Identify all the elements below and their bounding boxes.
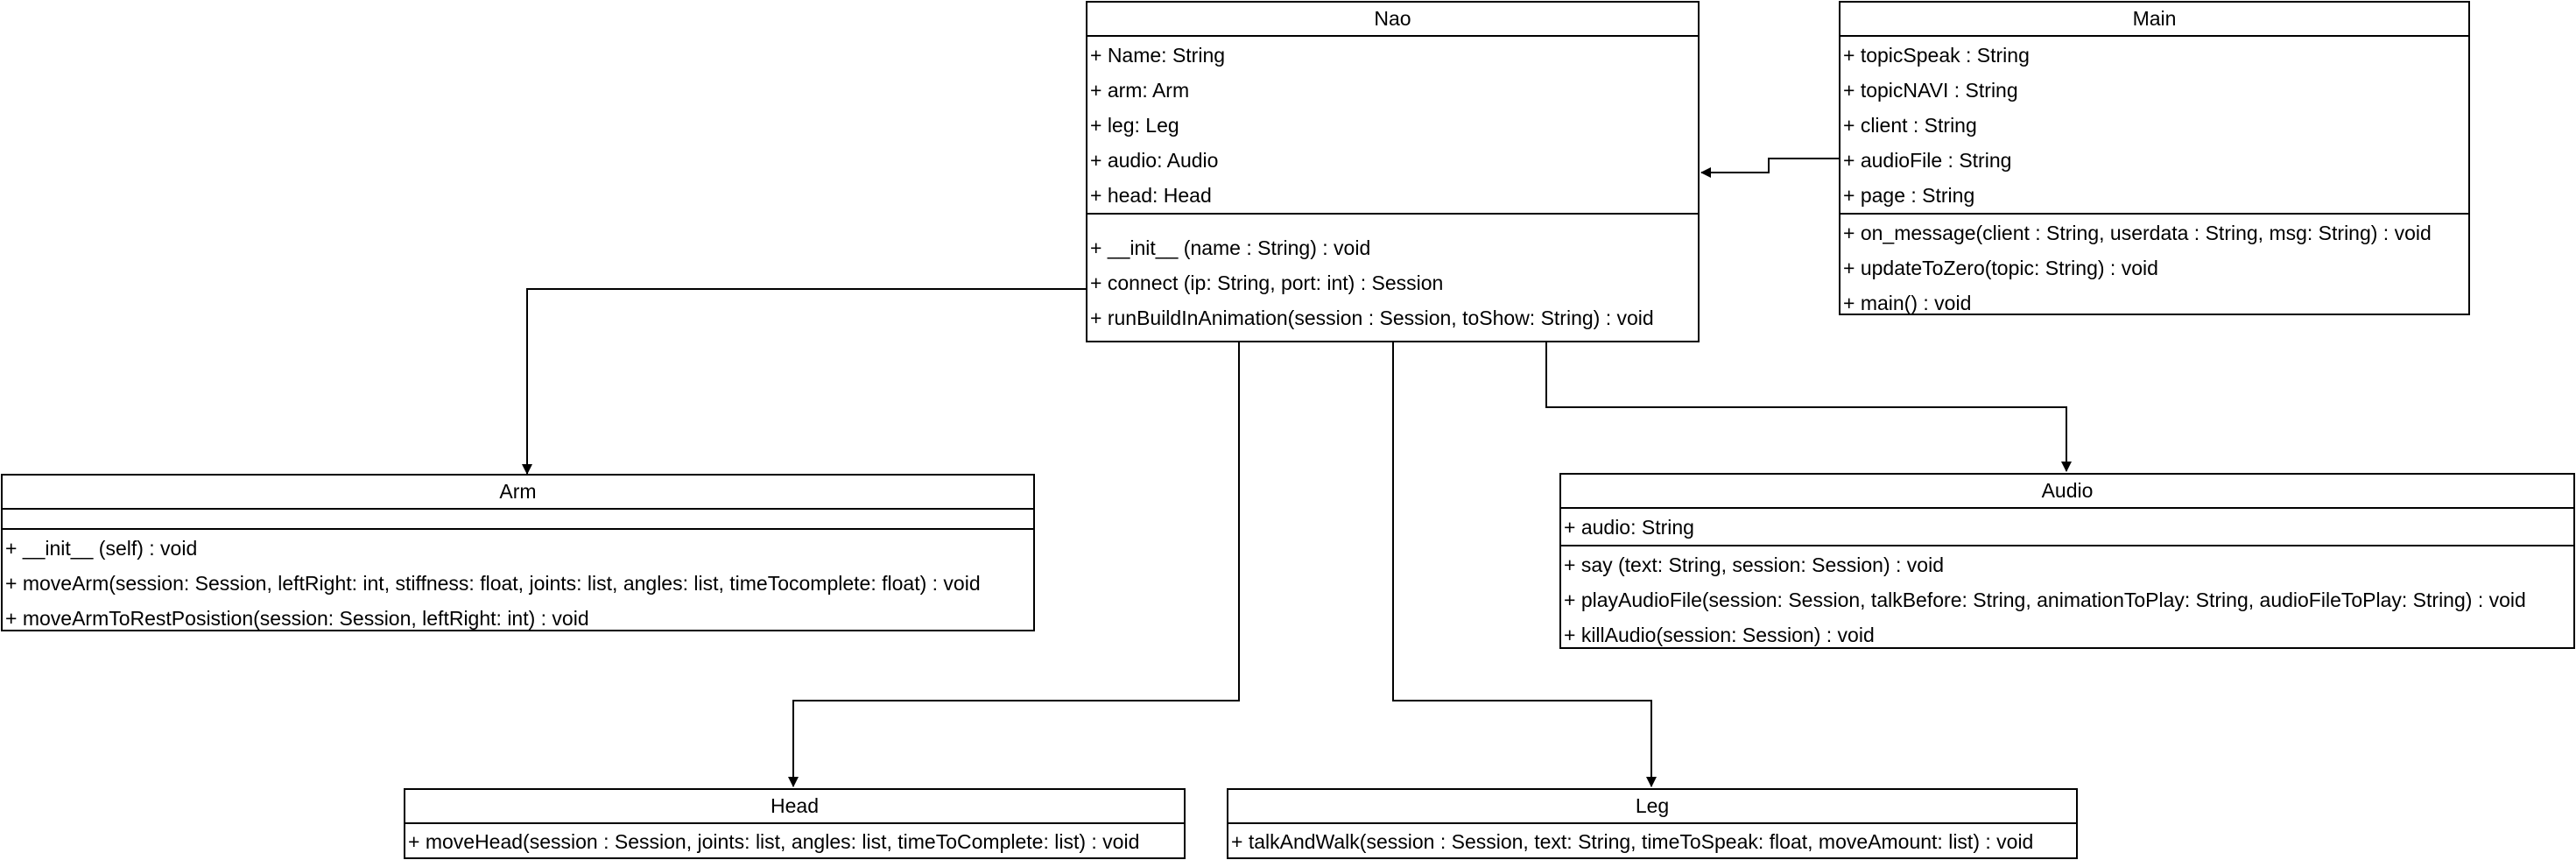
class-name: Audio xyxy=(1561,475,2573,509)
attribute: + leg: Leg xyxy=(1090,114,1179,137)
attribute: + head: Head xyxy=(1090,184,1212,207)
method: + __init__ (self) : void xyxy=(5,537,198,560)
class-name: Leg xyxy=(1228,790,2076,824)
method: + moveArmToRestPosistion(session: Sessio… xyxy=(5,607,589,630)
method: + updateToZero(topic: String) : void xyxy=(1843,257,2158,279)
class-name: Arm xyxy=(3,476,1033,510)
attribute: + page : String xyxy=(1843,184,1975,207)
method: + killAudio(session: Session) : void xyxy=(1564,624,1875,646)
class-name: Nao xyxy=(1087,3,1698,37)
method: + on_message(client : String, userdata :… xyxy=(1843,222,2432,244)
method-section: + moveHead(session : Session, joints: li… xyxy=(405,824,1184,859)
class-box-leg[interactable]: Leg + talkAndWalk(session : Session, tex… xyxy=(1227,788,2078,859)
attribute: + audioFile : String xyxy=(1843,149,2012,172)
method-section: + on_message(client : String, userdata :… xyxy=(1841,213,2468,321)
method: + moveHead(session : Session, joints: li… xyxy=(408,830,1140,853)
attribute: + topicSpeak : String xyxy=(1843,44,2030,67)
class-box-head[interactable]: Head + moveHead(session : Session, joint… xyxy=(404,788,1186,859)
method-section: + say (text: String, session: Session) :… xyxy=(1561,545,2573,652)
class-box-nao[interactable]: Nao + Name: String + arm: Arm + leg: Leg… xyxy=(1086,1,1700,342)
connector-main-to-nao xyxy=(1700,158,1839,178)
class-box-audio[interactable]: Audio + audio: String + say (text: Strin… xyxy=(1559,473,2575,649)
method: + playAudioFile(session: Session, talkBe… xyxy=(1564,589,2526,611)
attribute-section xyxy=(3,510,1033,528)
attribute: + topicNAVI : String xyxy=(1843,79,2018,102)
method: + __init__ (name : String) : void xyxy=(1090,236,1371,259)
method: + say (text: String, session: Session) :… xyxy=(1564,553,1944,576)
attribute: + client : String xyxy=(1843,114,1977,137)
connector-nao-to-audio xyxy=(1545,342,2072,472)
attribute-section: + audio: String xyxy=(1561,509,2573,545)
class-name: Main xyxy=(1841,3,2468,37)
connector-nao-to-arm xyxy=(522,288,1086,475)
attribute-section: + Name: String + arm: Arm + leg: Leg + a… xyxy=(1087,37,1698,213)
method: + moveArm(session: Session, leftRight: i… xyxy=(5,572,981,595)
method: + runBuildInAnimation(session : Session,… xyxy=(1090,307,1654,329)
method-section: + talkAndWalk(session : Session, text: S… xyxy=(1228,824,2076,859)
method: + talkAndWalk(session : Session, text: S… xyxy=(1231,830,2034,853)
attribute: + audio: String xyxy=(1564,516,1694,539)
method-section: + __init__ (self) : void + moveArm(sessi… xyxy=(3,528,1033,636)
attribute: + Name: String xyxy=(1090,44,1226,67)
class-box-main[interactable]: Main + topicSpeak : String + topicNAVI :… xyxy=(1839,1,2470,315)
method: + main() : void xyxy=(1843,292,1972,314)
class-name: Head xyxy=(405,790,1184,824)
attribute: + audio: Audio xyxy=(1090,149,1219,172)
attribute-section: + topicSpeak : String + topicNAVI : Stri… xyxy=(1841,37,2468,213)
class-box-arm[interactable]: Arm + __init__ (self) : void + moveArm(s… xyxy=(1,474,1035,631)
attribute: + arm: Arm xyxy=(1090,79,1190,102)
method-section: + __init__ (name : String) : void + conn… xyxy=(1087,213,1698,335)
method: + connect (ip: String, port: int) : Sess… xyxy=(1090,271,1444,294)
